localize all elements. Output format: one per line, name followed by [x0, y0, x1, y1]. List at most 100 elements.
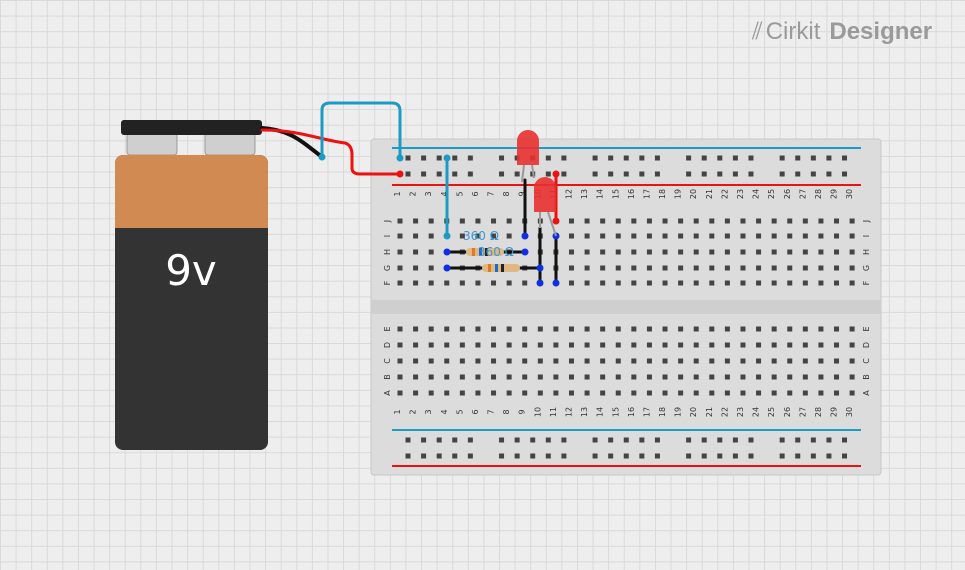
- hole[interactable]: [818, 390, 824, 396]
- wire-endpoint[interactable]: [443, 264, 451, 272]
- hole[interactable]: [662, 374, 668, 380]
- wire-endpoint[interactable]: [552, 170, 560, 178]
- hole[interactable]: [491, 358, 497, 364]
- hole[interactable]: [568, 233, 574, 239]
- rail-hole[interactable]: [810, 453, 816, 459]
- rail-hole[interactable]: [592, 155, 598, 161]
- hole[interactable]: [834, 218, 840, 224]
- rail-hole[interactable]: [842, 171, 848, 177]
- hole[interactable]: [506, 358, 512, 364]
- hole[interactable]: [537, 390, 543, 396]
- hole[interactable]: [802, 233, 808, 239]
- hole[interactable]: [771, 233, 777, 239]
- wire-red-battery[interactable]: [260, 128, 402, 176]
- wire-endpoint[interactable]: [536, 279, 544, 287]
- wire-endpoint[interactable]: [443, 248, 451, 256]
- rail-hole[interactable]: [421, 171, 427, 177]
- hole[interactable]: [662, 358, 668, 364]
- rail-hole[interactable]: [421, 155, 427, 161]
- hole[interactable]: [646, 233, 652, 239]
- hole[interactable]: [693, 390, 699, 396]
- rail-hole[interactable]: [405, 155, 411, 161]
- rail-hole[interactable]: [748, 171, 754, 177]
- hole[interactable]: [584, 326, 590, 332]
- hole[interactable]: [709, 249, 715, 255]
- hole[interactable]: [709, 280, 715, 286]
- hole[interactable]: [568, 326, 574, 332]
- hole[interactable]: [413, 374, 419, 380]
- hole[interactable]: [615, 342, 621, 348]
- hole[interactable]: [615, 249, 621, 255]
- hole[interactable]: [818, 358, 824, 364]
- rail-hole[interactable]: [436, 437, 442, 443]
- rail-hole[interactable]: [842, 437, 848, 443]
- hole[interactable]: [818, 342, 824, 348]
- rail-hole[interactable]: [779, 171, 785, 177]
- hole[interactable]: [475, 390, 481, 396]
- hole[interactable]: [834, 390, 840, 396]
- hole[interactable]: [787, 374, 793, 380]
- rail-hole[interactable]: [499, 155, 505, 161]
- hole[interactable]: [724, 280, 730, 286]
- rail-hole[interactable]: [842, 155, 848, 161]
- hole[interactable]: [724, 374, 730, 380]
- rail-hole[interactable]: [795, 155, 801, 161]
- hole[interactable]: [693, 218, 699, 224]
- hole[interactable]: [413, 265, 419, 271]
- hole[interactable]: [646, 280, 652, 286]
- rail-hole[interactable]: [608, 437, 614, 443]
- hole[interactable]: [522, 390, 528, 396]
- hole[interactable]: [693, 280, 699, 286]
- hole[interactable]: [678, 326, 684, 332]
- rail-hole[interactable]: [545, 171, 551, 177]
- hole[interactable]: [740, 390, 746, 396]
- hole[interactable]: [818, 280, 824, 286]
- rail-hole[interactable]: [701, 437, 707, 443]
- hole[interactable]: [756, 342, 762, 348]
- led-2[interactable]: [534, 177, 557, 237]
- hole[interactable]: [818, 265, 824, 271]
- hole[interactable]: [397, 249, 403, 255]
- hole[interactable]: [428, 233, 434, 239]
- hole[interactable]: [600, 218, 606, 224]
- rail-hole[interactable]: [608, 171, 614, 177]
- hole[interactable]: [771, 342, 777, 348]
- hole[interactable]: [537, 358, 543, 364]
- rail-hole[interactable]: [592, 437, 598, 443]
- hole[interactable]: [771, 218, 777, 224]
- rail-hole[interactable]: [748, 453, 754, 459]
- hole[interactable]: [771, 265, 777, 271]
- hole[interactable]: [631, 280, 637, 286]
- hole[interactable]: [615, 218, 621, 224]
- hole[interactable]: [553, 342, 559, 348]
- hole[interactable]: [709, 233, 715, 239]
- rail-hole[interactable]: [545, 453, 551, 459]
- rail-hole[interactable]: [561, 453, 567, 459]
- hole[interactable]: [693, 342, 699, 348]
- hole[interactable]: [428, 326, 434, 332]
- hole[interactable]: [631, 249, 637, 255]
- wire-endpoint[interactable]: [443, 154, 451, 162]
- rail-hole[interactable]: [405, 453, 411, 459]
- hole[interactable]: [444, 326, 450, 332]
- hole[interactable]: [506, 218, 512, 224]
- rail-hole[interactable]: [826, 453, 832, 459]
- hole[interactable]: [413, 280, 419, 286]
- hole[interactable]: [397, 342, 403, 348]
- rail-hole[interactable]: [732, 453, 738, 459]
- hole[interactable]: [756, 390, 762, 396]
- rail-hole[interactable]: [732, 155, 738, 161]
- hole[interactable]: [849, 249, 855, 255]
- rail-hole[interactable]: [623, 155, 629, 161]
- rail-hole[interactable]: [608, 453, 614, 459]
- hole[interactable]: [584, 358, 590, 364]
- hole[interactable]: [646, 218, 652, 224]
- hole[interactable]: [740, 358, 746, 364]
- hole[interactable]: [849, 374, 855, 380]
- rail-hole[interactable]: [561, 171, 567, 177]
- hole[interactable]: [631, 265, 637, 271]
- hole[interactable]: [631, 218, 637, 224]
- hole[interactable]: [428, 342, 434, 348]
- rail-hole[interactable]: [717, 437, 723, 443]
- hole[interactable]: [491, 233, 497, 239]
